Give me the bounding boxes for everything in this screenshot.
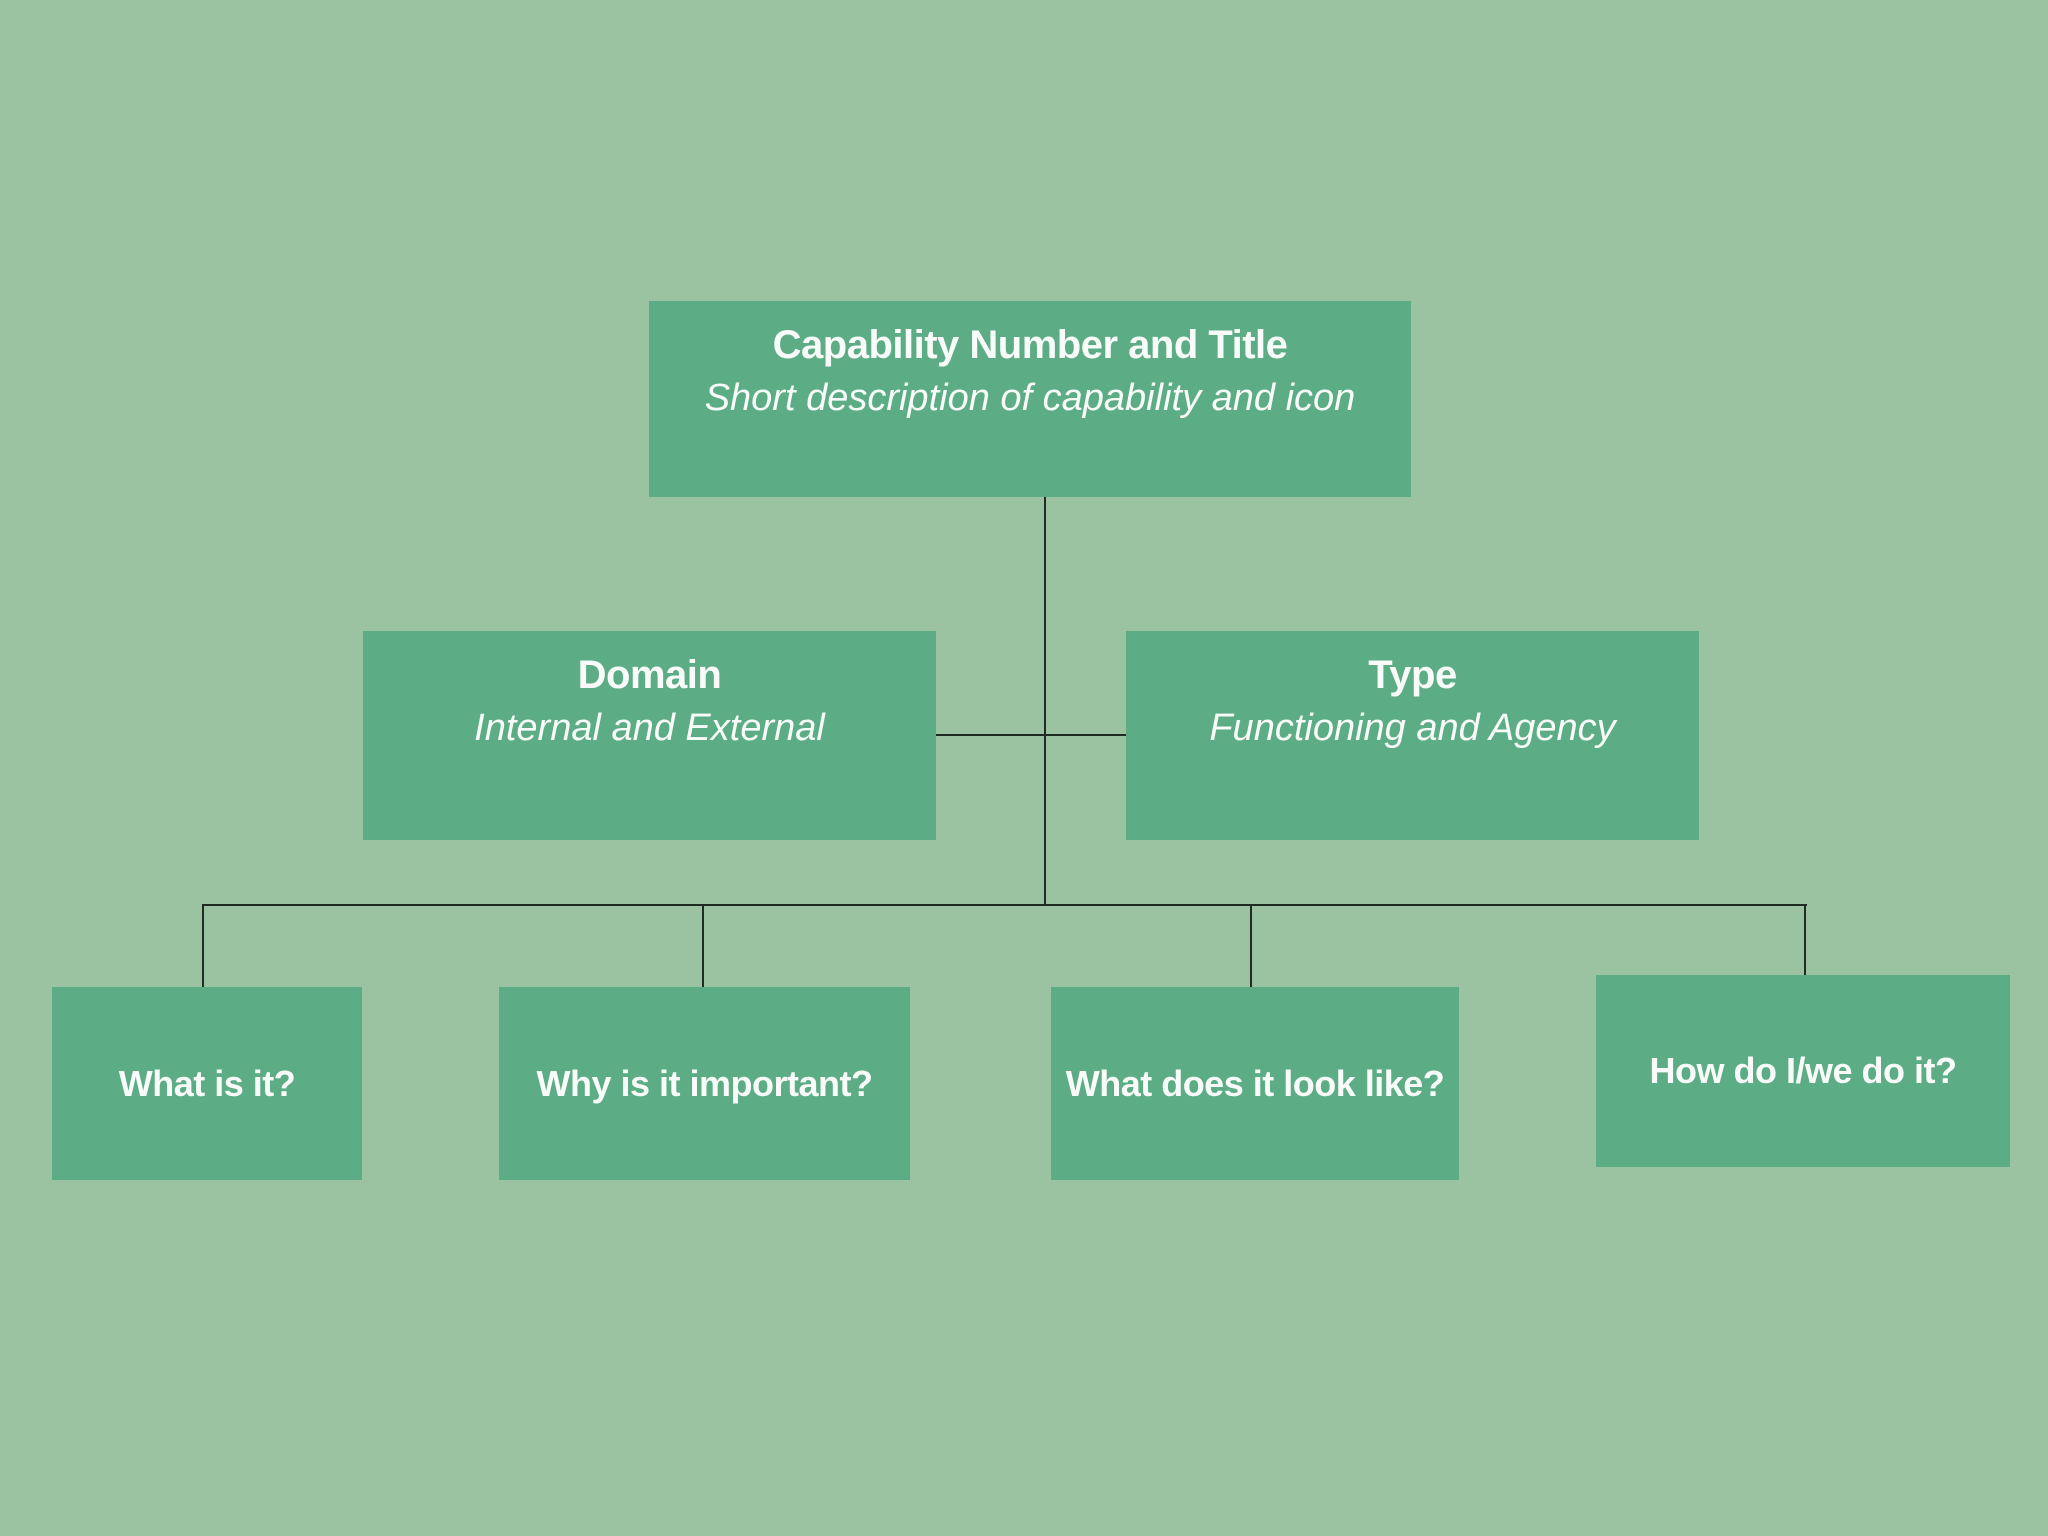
- connector-drop-what-is-it: [202, 904, 204, 988]
- connector-drop-why-important: [702, 904, 704, 988]
- domain-node-subtitle: Internal and External: [474, 707, 825, 749]
- connector-drop-how-do-it: [1804, 904, 1806, 976]
- root-node: Capability Number and Title Short descri…: [649, 301, 1411, 497]
- question-node-look-like: What does it look like?: [1051, 987, 1459, 1180]
- root-node-subtitle: Short description of capability and icon: [704, 377, 1356, 419]
- question-node-why-important: Why is it important?: [499, 987, 910, 1180]
- connector-domain-type-horizontal: [936, 734, 1126, 736]
- connector-questions-horizontal: [202, 904, 1807, 906]
- type-node-subtitle: Functioning and Agency: [1209, 707, 1616, 749]
- question-label-how-do-it: How do I/we do it?: [1649, 1050, 1957, 1091]
- type-node-title: Type: [1368, 653, 1457, 697]
- domain-node: Domain Internal and External: [363, 631, 936, 840]
- root-node-title: Capability Number and Title: [772, 323, 1288, 367]
- question-node-how-do-it: How do I/we do it?: [1596, 975, 2010, 1167]
- question-label-look-like: What does it look like?: [1065, 1062, 1445, 1104]
- question-node-what-is-it: What is it?: [52, 987, 362, 1180]
- connector-trunk-vertical: [1044, 497, 1046, 906]
- type-node: Type Functioning and Agency: [1126, 631, 1699, 840]
- connector-drop-look-like: [1250, 904, 1252, 988]
- domain-node-title: Domain: [577, 653, 722, 697]
- question-label-why-important: Why is it important?: [536, 1062, 874, 1104]
- question-label-what-is-it: What is it?: [118, 1062, 296, 1104]
